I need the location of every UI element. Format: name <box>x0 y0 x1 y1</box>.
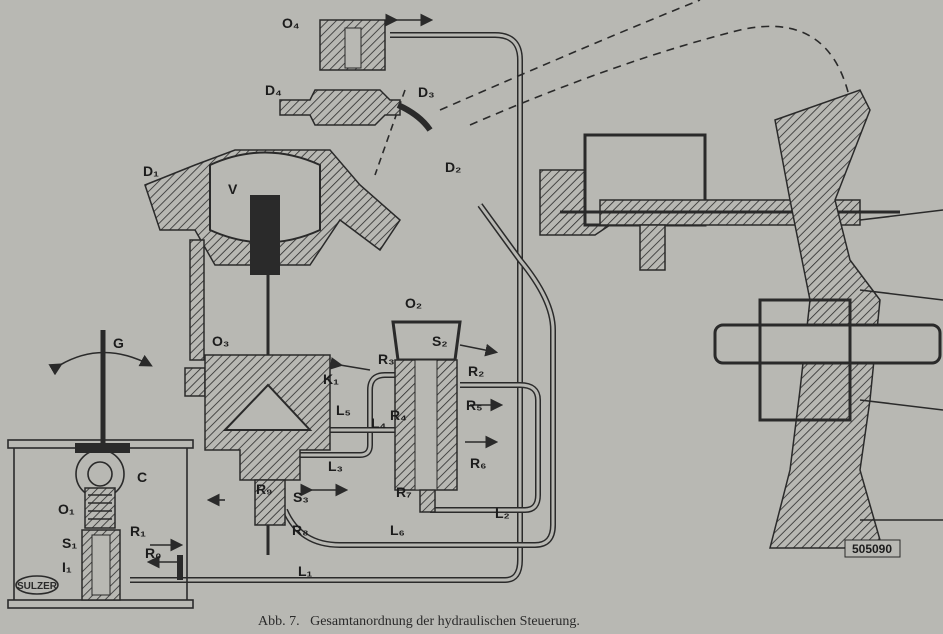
label-r5: R₅ <box>466 397 483 413</box>
label-o1: O₁ <box>58 501 75 517</box>
label-v: V <box>228 181 238 197</box>
label-r0: R₀ <box>145 545 161 561</box>
diagram-labels: O₄ D₄ D₃ D₁ V D₂ O₂ S₂ R₃ R₂ K₁ O₃ G C O… <box>17 15 892 629</box>
label-c: C <box>137 469 147 485</box>
servomotor-o3 <box>144 149 401 555</box>
label-l2: L₂ <box>495 505 510 521</box>
label-s2: S₂ <box>432 333 448 349</box>
label-d3: D₃ <box>418 84 435 100</box>
label-i1: I₁ <box>62 559 72 575</box>
label-d2: D₂ <box>445 159 461 175</box>
label-r4: R₄ <box>390 407 407 423</box>
reference-number: 505090 <box>852 542 892 556</box>
label-l1: L₁ <box>298 563 313 579</box>
label-r3: R₃ <box>378 351 395 367</box>
label-g: G <box>113 335 124 351</box>
label-r2: R₂ <box>468 363 484 379</box>
label-o2: O₂ <box>405 295 422 311</box>
label-s3: S₃ <box>293 489 309 505</box>
control-box-o1 <box>7 330 194 609</box>
turbine-governor-section <box>539 89 943 558</box>
label-o3: O₃ <box>212 333 229 349</box>
label-l3: L₃ <box>328 458 343 474</box>
figure-caption: Abb. 7. Gesamtanordnung der hydraulische… <box>258 614 580 629</box>
valve-o4 <box>279 13 434 132</box>
label-s1: S₁ <box>62 535 77 551</box>
pipe-network <box>130 0 851 583</box>
label-d4: D₄ <box>265 82 282 98</box>
label-l6: L₆ <box>390 522 405 538</box>
label-d1: D₁ <box>143 163 159 179</box>
label-r1: R₁ <box>130 523 146 539</box>
label-r9: R₉ <box>256 481 272 497</box>
sulzer-logo: SULZER <box>17 581 58 592</box>
label-l4: L₄ <box>371 415 386 431</box>
label-r6: R₆ <box>470 455 486 471</box>
label-r8: R₈ <box>292 522 309 538</box>
distributor-o2 <box>329 320 504 513</box>
label-k1: K₁ <box>323 371 339 387</box>
label-l5: L₅ <box>336 402 351 418</box>
label-o4: O₄ <box>282 15 300 31</box>
label-r7: R₇ <box>396 484 412 500</box>
